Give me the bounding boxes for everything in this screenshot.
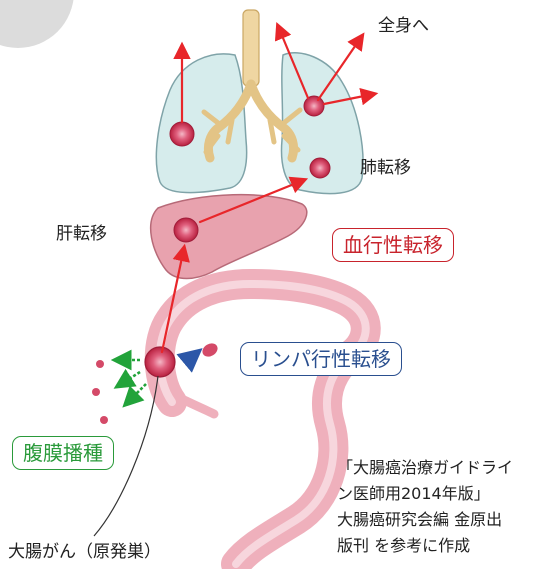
liver-tumor	[174, 218, 198, 242]
whole-body-label: 全身へ	[378, 18, 429, 35]
source-note-line: 大腸癌研究会編 金原出	[337, 507, 537, 533]
lung-tumor-left	[170, 122, 194, 146]
source-note-line: 「大腸癌治療ガイドライ	[337, 455, 537, 481]
colon	[160, 284, 366, 564]
lung-tumor-right-top	[304, 96, 324, 116]
lymph-node	[200, 341, 220, 359]
source-note: 「大腸癌治療ガイドライ ン医師用2014年版」 大腸癌研究会編 金原出 版刊 を…	[337, 455, 537, 559]
peritoneal-seeds	[92, 360, 108, 424]
primary-tumor	[145, 347, 175, 377]
source-note-line: 版刊 を参考に作成	[337, 533, 537, 559]
primary-tumor-label: 大腸がん（原発巣）	[8, 544, 161, 561]
lung-metastasis-label: 肺転移	[360, 160, 411, 177]
lymphatic-metastasis-box: リンパ行性転移	[240, 342, 402, 376]
corner-decoration	[0, 0, 74, 48]
peritoneal-dissemination-box: 腹膜播種	[12, 436, 114, 470]
liver	[151, 195, 307, 279]
lymph-arrow	[186, 352, 198, 362]
peritoneal-arrows	[116, 360, 146, 404]
source-note-line: ン医師用2014年版」	[337, 481, 537, 507]
liver-metastasis-label: 肝転移	[56, 226, 107, 243]
hematogenous-metastasis-box: 血行性転移	[332, 228, 454, 262]
lung-tumor-right-bottom	[310, 158, 330, 178]
